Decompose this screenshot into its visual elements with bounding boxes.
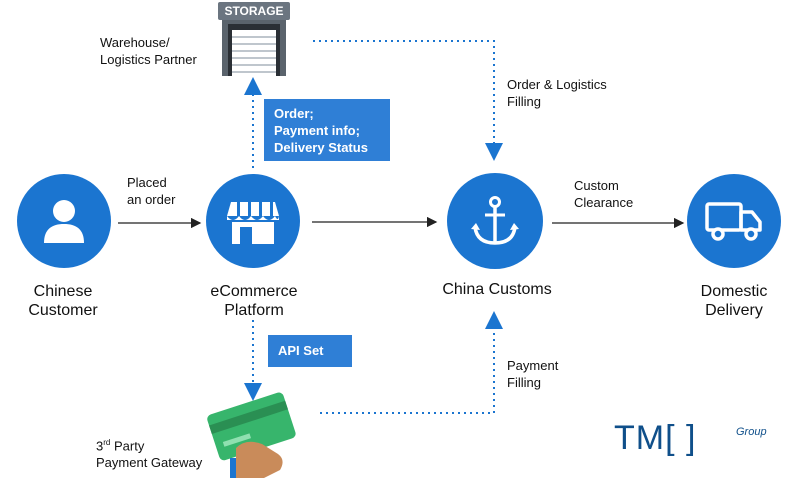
order-info-box: Order; Payment info; Delivery Status bbox=[264, 99, 390, 161]
anchor-icon bbox=[471, 196, 519, 245]
platform-node bbox=[206, 174, 300, 268]
order-logistics-label: Order & Logistics Filling bbox=[507, 77, 607, 109]
brand-group-text: Group bbox=[736, 426, 767, 438]
payment-filling-label: Payment Filling bbox=[507, 358, 559, 390]
delivery-node bbox=[687, 174, 781, 268]
customer-label: Chinese Customer bbox=[28, 283, 98, 319]
warehouse-label: Warehouse/ Logistics Partner bbox=[100, 35, 197, 67]
gateway-prefix: 3 bbox=[96, 438, 104, 454]
custom-clearance-label: Custom Clearance bbox=[574, 178, 634, 210]
placed-order-label: Placed an order bbox=[127, 175, 176, 207]
person-icon bbox=[44, 200, 84, 243]
api-set-box: API Set bbox=[268, 335, 352, 367]
dotted-storage-to-customs bbox=[313, 40, 503, 161]
gateway-label: 3rd Party Payment Gateway bbox=[96, 434, 202, 471]
dotted-gateway-to-customs bbox=[320, 311, 503, 414]
credit-card-hand-icon bbox=[206, 388, 300, 480]
storage-sign-text: STORAGE bbox=[224, 4, 283, 18]
customs-node bbox=[447, 173, 543, 269]
brand-logo: TM[ ] bbox=[614, 419, 697, 457]
gateway-line2: Payment Gateway bbox=[96, 455, 203, 471]
storage-building-icon: STORAGE bbox=[216, 0, 292, 76]
gateway-superscript: rd bbox=[103, 438, 111, 447]
truck-icon bbox=[705, 202, 762, 241]
storefront-icon bbox=[227, 202, 279, 244]
delivery-label: Domestic Delivery bbox=[700, 283, 768, 319]
customs-label: China Customs bbox=[442, 281, 552, 298]
gateway-rest: Party bbox=[110, 438, 145, 454]
platform-label: eCommerce Platform bbox=[210, 283, 298, 319]
customer-node bbox=[17, 174, 111, 268]
